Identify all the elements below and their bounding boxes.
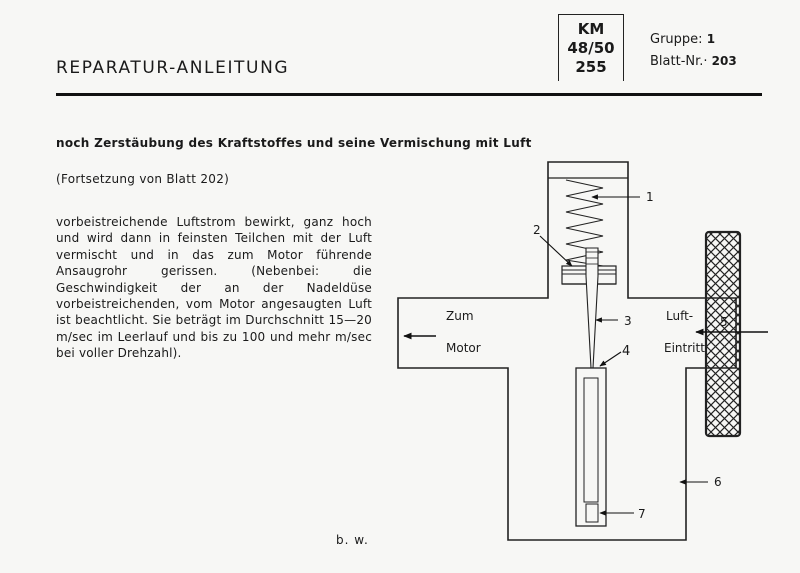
blatt-value: 203 [711, 54, 737, 68]
jet-needle [585, 247, 599, 369]
section-heading: noch Zerstäubung des Kraftstoffes und se… [56, 136, 532, 150]
needle-jet-inner [583, 377, 599, 503]
gruppe-field: Gruppe: 1 [650, 32, 715, 47]
air-filter [704, 230, 742, 438]
label-zum: Zum [446, 309, 474, 323]
blatt-label: Blatt-Nr.· [650, 54, 708, 69]
body-paragraph: vorbeistreichende Luftstrom bewirkt, gan… [56, 215, 372, 361]
carburetor-housing [397, 161, 737, 541]
label-motor: Motor [446, 341, 481, 355]
needle-jet-outer [575, 367, 607, 527]
page-turn-note: b. w. [336, 533, 369, 547]
gruppe-value: 1 [706, 32, 716, 46]
blatt-field: Blatt-Nr.· 203 [650, 54, 737, 69]
km-number: 255 [575, 57, 607, 76]
callout-5: 5 [720, 315, 728, 329]
label-luft: Luft- [666, 309, 693, 323]
callout-7: 7 [638, 507, 646, 521]
callout-4: 4 [622, 344, 630, 359]
gruppe-label: Gruppe: [650, 32, 703, 47]
label-eintritt: Eintritt [664, 341, 705, 355]
header-rule [56, 93, 762, 96]
callout-1: 1 [646, 190, 654, 204]
continuation-note: (Fortsetzung von Blatt 202) [56, 172, 230, 186]
km-box: KM 48/50 255 [558, 14, 624, 81]
km-model: 48/50 [567, 38, 615, 57]
callout-3: 3 [624, 314, 632, 328]
main-jet [585, 503, 599, 523]
callout-2: 2 [533, 223, 541, 237]
km-label: KM [577, 19, 605, 38]
callout-6: 6 [714, 475, 722, 489]
document-title: REPARATUR-ANLEITUNG [56, 58, 290, 78]
